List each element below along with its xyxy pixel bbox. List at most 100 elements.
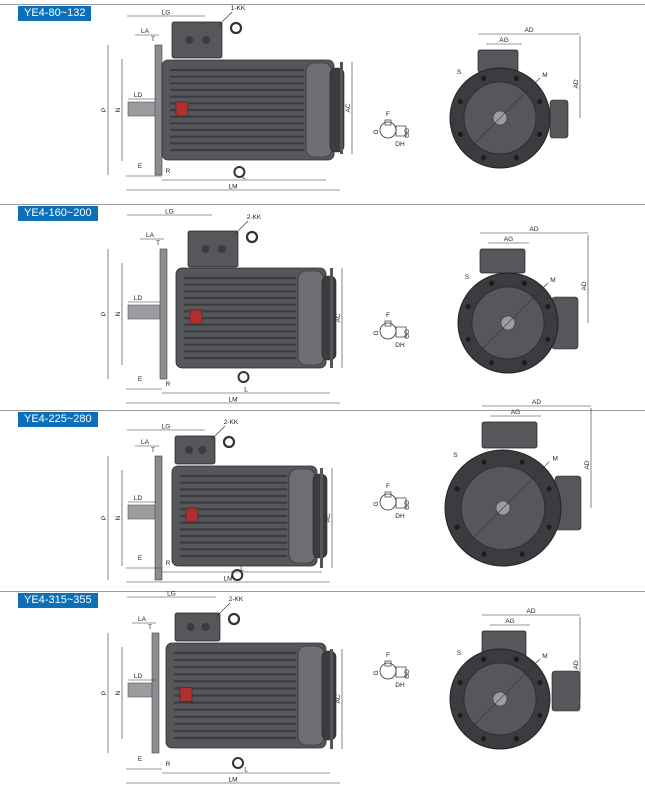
label-l: L: [242, 174, 246, 181]
label-r: R: [166, 761, 171, 768]
label-gd: GD: [404, 669, 411, 679]
shaft-section: [379, 322, 397, 340]
side-junction: [549, 99, 569, 139]
bolt-hole: [454, 486, 460, 492]
shaft: [127, 304, 161, 320]
label-kk: 1-KK: [231, 5, 246, 12]
frame-size-tag: YE4-225~280: [18, 412, 98, 427]
label-gd: GD: [404, 329, 411, 339]
label-dh: DH: [395, 141, 405, 148]
cooling-fins: [174, 651, 296, 740]
terminal-box: [174, 612, 221, 642]
label-ld: LD: [134, 295, 143, 302]
label-dh: DH: [395, 513, 405, 520]
label-gd: GD: [404, 500, 411, 510]
key-slot: [384, 119, 392, 126]
bolt-hole: [513, 736, 520, 742]
leader-m: [472, 282, 549, 359]
bolt-hole: [454, 524, 460, 530]
flange-plate: [151, 632, 160, 754]
tapped-hole: [395, 666, 407, 678]
bolt-hole: [545, 303, 551, 310]
frame-size-tag: YE4-80~132: [18, 6, 92, 21]
leader-m: [464, 77, 541, 154]
cable-gland: [202, 36, 210, 44]
key-slot: [384, 320, 392, 327]
shaft: [127, 504, 157, 520]
label-ad-vertical: AD: [573, 660, 580, 669]
cable-gland: [201, 623, 210, 631]
section-divider: [0, 410, 645, 411]
cable-gland: [185, 36, 194, 44]
label-p: P: [101, 108, 108, 112]
lifting-eye: [237, 371, 250, 383]
label-la: LA: [141, 28, 150, 35]
terminal-box: [187, 230, 239, 268]
label-ad: AD: [529, 226, 538, 233]
bolt-hole: [519, 551, 525, 557]
label-dh: DH: [395, 342, 405, 349]
section-divider: [0, 591, 645, 592]
flange-plate: [154, 44, 163, 176]
label-lm: LM: [228, 397, 237, 404]
bolt-hole: [457, 679, 463, 686]
shaft-section: [379, 493, 397, 511]
label-r: R: [166, 381, 171, 388]
label-ad: AD: [524, 27, 533, 34]
leader-kk: [210, 425, 226, 441]
label-e: E: [138, 163, 143, 170]
cable-gland: [218, 245, 226, 253]
label-ac: AC: [335, 313, 342, 322]
fan-cover: [321, 275, 337, 361]
rear-plate: [330, 268, 333, 368]
section-divider: [0, 4, 645, 5]
label-kk: 2-KK: [229, 596, 244, 603]
label-lg: LG: [162, 424, 171, 431]
label-dh: DH: [395, 682, 405, 689]
leader-kk: [233, 220, 249, 236]
label-t: T: [148, 624, 152, 631]
cable-gland: [198, 446, 207, 454]
cable-gland: [185, 446, 193, 454]
leader-m: [464, 658, 541, 735]
label-g: G: [373, 129, 380, 134]
label-e: E: [138, 376, 143, 383]
bolt-hole: [546, 486, 552, 492]
label-l: L: [240, 566, 244, 573]
label-kk: 2-KK: [247, 214, 262, 221]
lifting-eye: [222, 435, 236, 449]
lifting-eye: [233, 166, 246, 178]
lifting-eye: [232, 757, 244, 769]
tapped-hole: [395, 125, 407, 137]
label-p: P: [101, 516, 108, 520]
bolt-hole: [481, 551, 487, 557]
label-ld: LD: [134, 92, 143, 99]
label-ac: AC: [325, 513, 332, 522]
label-m: M: [550, 277, 555, 284]
label-f: F: [386, 652, 390, 659]
label-lg: LG: [167, 591, 176, 598]
end-cap: [288, 468, 316, 564]
label-m: M: [542, 72, 547, 79]
shaft-section: [379, 121, 397, 139]
bolt-hole: [457, 98, 463, 105]
leader-m: [462, 461, 550, 549]
bolt-hole: [537, 712, 543, 719]
bolt-hole: [521, 360, 528, 366]
label-g: G: [373, 330, 380, 335]
label-ad-vertical: AD: [581, 281, 588, 290]
cooling-fins: [170, 68, 304, 152]
frame-size-tag: YE4-315~355: [18, 593, 98, 608]
label-s: S: [457, 69, 462, 76]
flange-plate: [154, 455, 163, 581]
label-kk: 2-KK: [224, 419, 239, 426]
lifting-eye: [245, 230, 259, 244]
